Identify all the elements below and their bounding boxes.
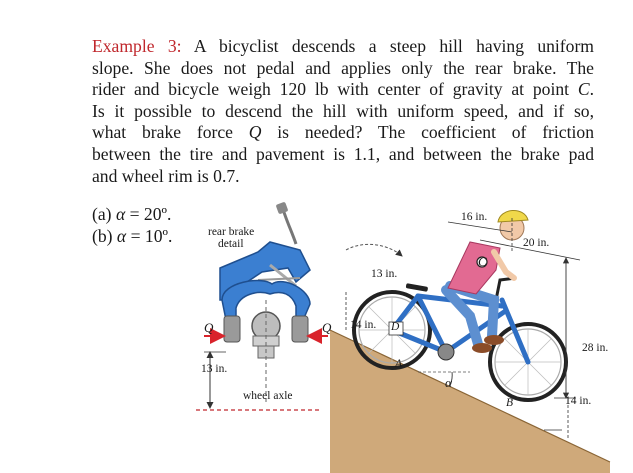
dimension-28in: 28 in. (582, 342, 609, 354)
dimension-20in: 20 in. (523, 237, 550, 249)
q-force-left-label: Q (204, 320, 214, 335)
point-a-label: A (395, 358, 403, 370)
dimension-16in: 16 in. (461, 211, 488, 223)
part-b: (b) α = 10º. (92, 226, 173, 246)
angle-alpha-label: α (445, 375, 452, 390)
problem-line-5: what brake force Q is needed? The coeffi… (92, 122, 594, 143)
example-label: Example 3: (92, 36, 182, 56)
dimension-14in-bottom: 14 in. (565, 395, 592, 407)
rear-brake-detail-label: rear brake detail (208, 226, 255, 250)
problem-line-4: Is it possible to descend the hill with … (92, 100, 594, 121)
dimension-13in-brake: 13 in. (201, 363, 228, 375)
wheel-axle-label: wheel axle (243, 390, 293, 402)
dimension-14in-left: 14 in. (350, 319, 377, 331)
q-force-right-label: Q (322, 320, 332, 335)
brake-detail-illustration (196, 202, 328, 411)
bicycle-illustration (329, 210, 611, 473)
problem-line-7: and wheel rim is 0.7. (92, 165, 240, 186)
problem-line-3: rider and bicycle weigh 120 lb with cent… (92, 79, 594, 100)
part-a: (a) α = 20º. (92, 204, 172, 224)
problem-line-6: between the tire and pavement is 1.1, an… (92, 143, 594, 164)
problem-line-2: slope. She does not pedal and applies on… (92, 57, 594, 78)
problem-statement: Example 3: A bicyclist descends a steep … (92, 36, 594, 187)
point-d-label: D (391, 321, 400, 333)
dimension-13in-bike: 13 in. (371, 268, 398, 280)
point-c-label: C (478, 254, 487, 269)
problem-line-1: Example 3: A bicyclist descends a steep … (92, 36, 594, 56)
point-b-label: B (506, 397, 514, 409)
problem-parts: (a) α = 20º. (b) α = 10º. (92, 203, 172, 247)
